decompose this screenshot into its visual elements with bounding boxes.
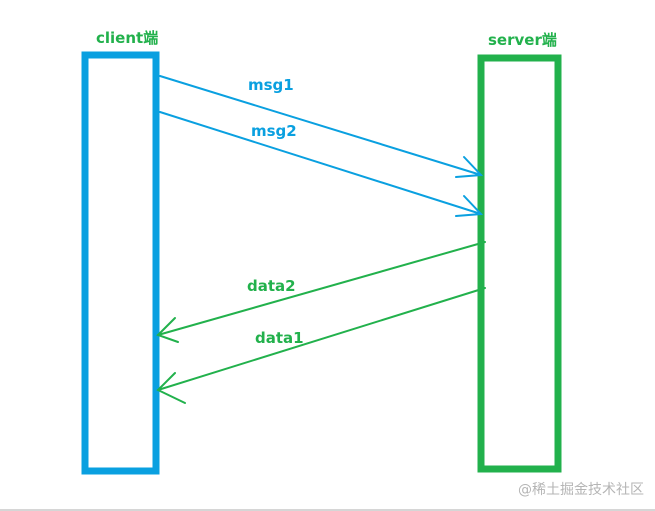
data2-arrow: [156, 241, 486, 343]
msg1-label: msg1: [248, 76, 294, 94]
msg1-arrow: [159, 75, 484, 178]
server-label: server端: [488, 31, 557, 49]
data1-label: data1: [255, 329, 304, 347]
server-box: [477, 54, 562, 473]
client-label: client端: [96, 29, 158, 47]
data2-label: data2: [247, 277, 296, 295]
bottom-divider: [0, 509, 655, 511]
client-box: [81, 51, 160, 475]
msg2-arrow: [159, 111, 484, 217]
watermark-text: @稀土掘金技术社区: [518, 482, 644, 498]
data1-arrow: [156, 287, 486, 404]
msg2-label: msg2: [251, 122, 297, 140]
